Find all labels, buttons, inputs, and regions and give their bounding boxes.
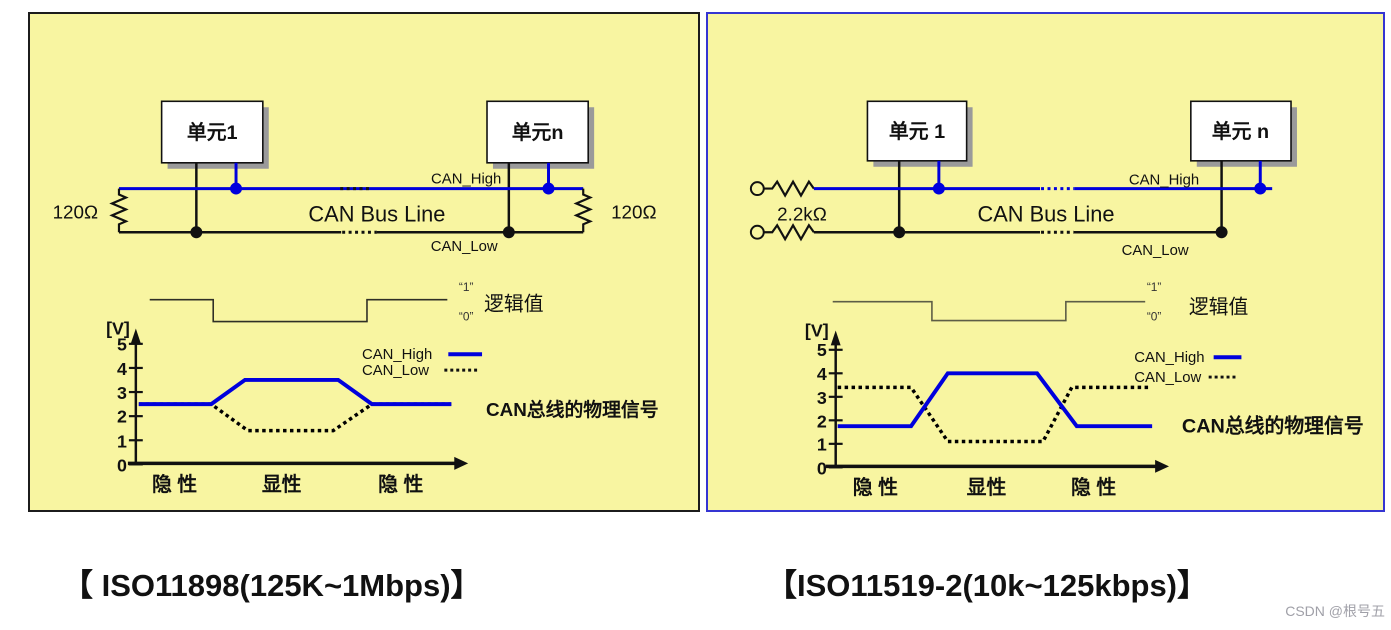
logic-high-label: “1”	[459, 280, 474, 294]
iso11898-diagram: 单元1 单元n 120Ω	[53, 100, 659, 496]
left-terminator-value: 120Ω	[53, 201, 99, 222]
physical-signal-caption: CAN总线的物理信号	[1182, 415, 1364, 438]
unit-1-label: 单元 1	[889, 120, 945, 143]
unit-box-rect	[866, 100, 968, 162]
legend-can-high: CAN_High	[362, 347, 432, 363]
bus-title: CAN Bus Line	[977, 201, 1114, 226]
tick-label-0: 0	[117, 455, 127, 475]
panel-iso11519-2: 单元 1 单元 n 2.2kΩ	[706, 12, 1385, 512]
tick-label-4: 4	[817, 364, 827, 384]
can-high-signal	[138, 377, 452, 407]
y-ticks: 0 1 2 3 4 5	[117, 334, 143, 475]
logic-waveform	[832, 300, 1146, 322]
tick-label-5: 5	[817, 340, 827, 360]
can-high-label: CAN_High	[431, 172, 501, 188]
tick-label-3: 3	[817, 388, 827, 408]
right-terminator-value: 120Ω	[611, 201, 657, 222]
unit-box-1: 单元 1	[866, 100, 973, 167]
physical-signal-caption: CAN总线的物理信号	[486, 398, 659, 420]
panel-iso11898: 单元1 单元n 120Ω	[28, 12, 700, 512]
caption-iso11519-2: 【ISO11519-2(10k~125kbps)】	[766, 568, 1209, 603]
y-axis-arrow	[830, 330, 841, 346]
unit-box-n: 单元n	[486, 100, 595, 169]
bus-title: CAN Bus Line	[308, 201, 445, 226]
unit-n-label: 单元 n	[1212, 120, 1269, 143]
x-axis-arrow	[1155, 459, 1170, 473]
x-label-recessive-2: 隐 性	[378, 473, 423, 496]
resistor-zigzag-right	[573, 188, 593, 233]
unit-box-rect	[486, 100, 589, 164]
tick-label-1: 1	[117, 432, 127, 452]
resistor-zigzag-left	[109, 188, 129, 233]
x-label-dominant: 显性	[967, 476, 1007, 499]
tick-label-4: 4	[117, 359, 127, 379]
logic-low-label: “0”	[1147, 310, 1162, 324]
x-axis-arrow	[454, 456, 469, 470]
x-label-dominant: 显性	[262, 473, 302, 496]
y-axis-unit: [V]	[106, 318, 130, 338]
can-high-label: CAN_High	[1129, 173, 1199, 189]
legend-can-low: CAN_Low	[362, 363, 429, 379]
tick-label-1: 1	[817, 434, 827, 454]
unit-1-label: 单元1	[187, 121, 238, 144]
tick-label-2: 2	[817, 412, 827, 432]
logic-value-label: 逻辑值	[1189, 297, 1248, 319]
caption-iso11898: 【 ISO11898(125K~1Mbps)】	[62, 568, 482, 603]
can-low-signal	[837, 385, 1150, 444]
x-label-recessive-2: 隐 性	[1071, 476, 1116, 499]
tick-label-0: 0	[817, 458, 827, 478]
tick-label-3: 3	[117, 383, 127, 403]
legend-can-high: CAN_High	[1134, 350, 1204, 366]
pull-resistor-value: 2.2kΩ	[777, 203, 827, 224]
unit-box-rect	[160, 100, 264, 164]
y-axis-unit: [V]	[805, 320, 829, 340]
unit-box-n: 单元 n	[1190, 100, 1297, 167]
logic-value-label: 逻辑值	[484, 294, 543, 316]
iso11519-diagram: 单元 1 单元 n 2.2kΩ	[749, 100, 1364, 499]
x-label-recessive-1: 隐 性	[152, 473, 197, 496]
unit-box-1: 单元1	[160, 100, 269, 169]
tick-label-2: 2	[117, 407, 127, 427]
can-low-label: CAN_Low	[1122, 243, 1189, 259]
can-high-signal	[837, 371, 1153, 429]
logic-high-label: “1”	[1147, 280, 1162, 294]
can-low-signal	[138, 402, 452, 433]
unit-box-rect	[1190, 100, 1292, 162]
watermark: CSDN @根号五	[1285, 603, 1385, 619]
resistor-zigzag-high	[764, 179, 815, 198]
logic-low-label: “0”	[459, 310, 474, 324]
y-ticks: 0 1 2 3 4 5	[817, 340, 843, 478]
resistor-zigzag-low	[764, 223, 815, 242]
logic-waveform	[149, 298, 448, 323]
tick-label-5: 5	[117, 334, 127, 354]
y-axis-arrow	[130, 328, 141, 344]
legend-can-low: CAN_Low	[1134, 370, 1201, 386]
can-low-label: CAN_Low	[431, 239, 498, 255]
x-label-recessive-1: 隐 性	[853, 476, 898, 499]
terminal-circle-low	[749, 224, 765, 240]
terminal-circle-high	[749, 181, 765, 197]
unit-n-label: 单元n	[512, 121, 564, 144]
